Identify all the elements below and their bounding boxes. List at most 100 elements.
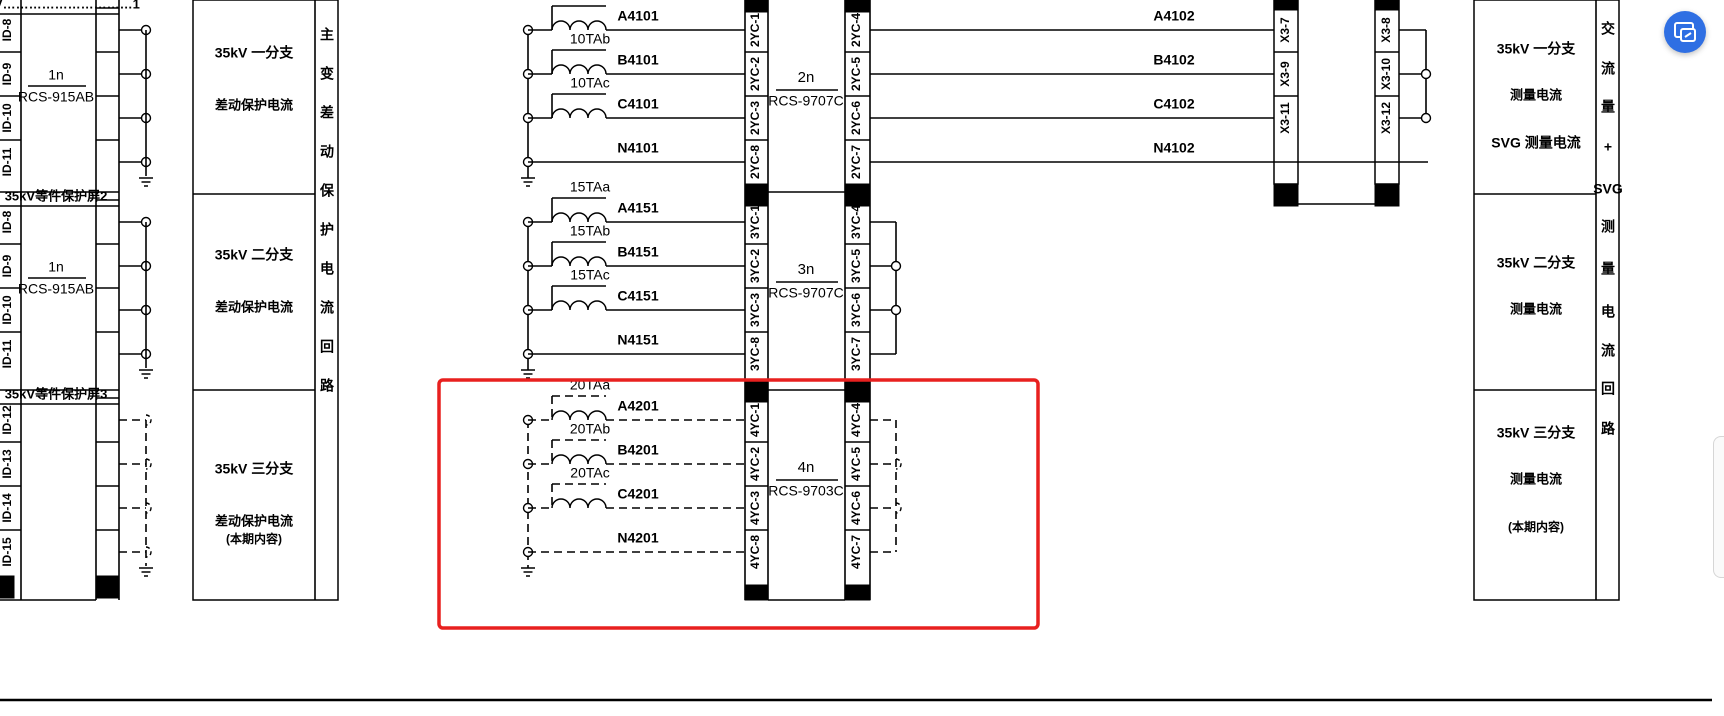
right-vertical-char: SVG [1593, 181, 1623, 197]
left-desc-line2: 差动保护电流 [215, 299, 293, 314]
device-terminal-2YC-7: 2YC-7 [849, 145, 863, 179]
ct-label-10TAc: 10TAc [570, 75, 609, 91]
right-vertical-char: 回 [1601, 381, 1615, 397]
right-desc-line3: SVG 测量电流 [1491, 135, 1580, 151]
x3-terminal-X3-10: X3-10 [1379, 58, 1393, 90]
left-vertical-char: 路 [320, 378, 335, 394]
device-block-top-left [744, 0, 769, 13]
left-device-model: RCS-915AB [18, 281, 94, 297]
device-terminal-3YC-4: 3YC-4 [849, 205, 863, 239]
wire-label-N4101: N4101 [617, 140, 658, 156]
side-scroll-tab[interactable] [1713, 436, 1724, 578]
wire-label-N4201: N4201 [617, 530, 658, 546]
ct-coil [551, 300, 607, 311]
left-desc-line1: 35kV 一分支 [215, 45, 295, 61]
left-terminal-ID-15: ID-15 [0, 537, 14, 567]
device-terminal-2YC-3: 2YC-3 [748, 101, 762, 135]
wire-label-B4151: B4151 [617, 244, 658, 260]
left-vertical-char: 保 [319, 183, 335, 199]
left-vertical-char: 主 [320, 27, 334, 43]
wire-label-B4201: B4201 [617, 442, 658, 458]
left-terminal-ID-11: ID-11 [0, 339, 14, 368]
device-block-mid2-left [744, 379, 769, 401]
right-vertical-char: 流 [1601, 61, 1615, 77]
device-terminal-4YC-1: 4YC-1 [748, 403, 762, 437]
left-strip-block-2 [95, 575, 120, 599]
device-block-bottom-right [844, 584, 871, 601]
wire-label-N4151: N4151 [617, 332, 658, 348]
ct-coil [551, 454, 607, 465]
left-dashed-node [145, 458, 152, 470]
device-terminal-3YC-5: 3YC-5 [849, 249, 863, 283]
left-group-header: 35kV等件保护屏2 [5, 188, 108, 203]
device-terminal-2YC-4: 2YC-4 [849, 13, 863, 47]
left-terminal-ID-10: ID-10 [0, 295, 14, 325]
left-terminal-ID-9: ID-9 [0, 254, 14, 277]
device-no: 2n [798, 69, 815, 86]
left-dashed-node [145, 546, 152, 558]
right-vertical-char: 路 [1601, 421, 1616, 437]
right-desc-line3: (本期内容) [1508, 519, 1564, 534]
device-no: 4n [798, 459, 815, 476]
device-block-mid-right [844, 183, 871, 207]
output-label-A4102: A4102 [1153, 8, 1194, 24]
device-terminal-4YC-2: 4YC-2 [748, 447, 762, 481]
right-vertical-char: 交 [1601, 21, 1615, 37]
output-label-C4102: C4102 [1153, 96, 1194, 112]
left-group-header: 35kV…………………………1 [0, 0, 140, 11]
device-terminal-3YC-8: 3YC-8 [748, 337, 762, 371]
right-vertical-char: + [1604, 139, 1612, 155]
right-desc-line1: 35kV 二分支 [1497, 255, 1577, 271]
x3-left-top-block [1273, 0, 1299, 11]
right-desc-line2: 测量电流 [1510, 87, 1562, 102]
left-vertical-char: 流 [320, 300, 334, 316]
wire-label-A4151: A4151 [617, 200, 658, 216]
device-right-node [890, 304, 902, 316]
ct-coil [551, 498, 607, 509]
screen-share-icon [1674, 22, 1696, 42]
ct-coil [551, 20, 607, 31]
ct-label-15TAa: 15TAa [570, 179, 610, 195]
x3-terminal-X3-7: X3-7 [1278, 17, 1292, 43]
x3-terminal-X3-11: X3-11 [1278, 102, 1292, 134]
wire-label-B4101: B4101 [617, 52, 658, 68]
device-right-dashed-node [895, 502, 902, 514]
left-vertical-char: 护 [320, 222, 334, 238]
device-terminal-2YC-2: 2YC-2 [748, 57, 762, 91]
left-vertical-char: 电 [320, 261, 334, 277]
right-desc-line1: 35kV 三分支 [1497, 425, 1577, 441]
left-terminal-ID-13: ID-13 [0, 449, 14, 479]
ct-coil [551, 256, 607, 267]
left-terminal-ID-8: ID-8 [0, 18, 14, 41]
right-vertical-char: 量 [1601, 99, 1615, 115]
wire-label-C4201: C4201 [617, 486, 658, 502]
right-vertical-char: 电 [1601, 304, 1615, 320]
right-vertical-char: 流 [1601, 343, 1615, 359]
left-dashed-node [145, 502, 152, 514]
float-action-button[interactable] [1664, 11, 1706, 53]
ct-coil [551, 64, 607, 75]
left-terminal-ID-11: ID-11 [0, 147, 14, 176]
left-terminal-ID-8: ID-8 [0, 210, 14, 233]
left-device-no: 1n [48, 67, 64, 83]
device-model: RCS-9707C [768, 285, 843, 301]
device-terminal-4YC-3: 4YC-3 [748, 491, 762, 525]
ct-coil [551, 108, 607, 119]
device-block-bottom-left [744, 584, 769, 601]
ct-label-20TAb: 20TAb [570, 421, 610, 437]
left-vertical-char: 变 [320, 66, 334, 82]
device-terminal-4YC-7: 4YC-7 [849, 535, 863, 569]
ct-coil [551, 410, 607, 421]
wire-label-C4151: C4151 [617, 288, 658, 304]
x3-right-top-block [1374, 0, 1400, 11]
output-label-B4102: B4102 [1153, 52, 1194, 68]
device-terminal-3YC-2: 3YC-2 [748, 249, 762, 283]
device-terminal-4YC-8: 4YC-8 [748, 535, 762, 569]
x3-terminal-X3-9: X3-9 [1278, 61, 1292, 87]
wire-label-A4101: A4101 [617, 8, 658, 24]
left-terminal-ID-9: ID-9 [0, 62, 14, 85]
right-desc-table [1473, 0, 1620, 601]
wire-label-C4101: C4101 [617, 96, 658, 112]
x3-left-bottom-block [1273, 183, 1299, 207]
